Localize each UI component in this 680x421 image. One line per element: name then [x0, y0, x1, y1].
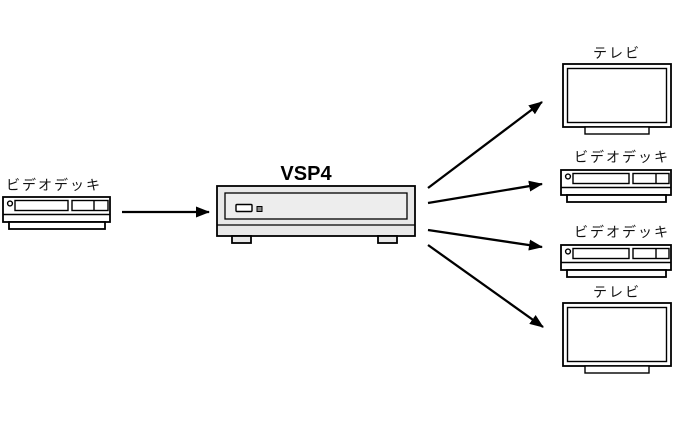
tv-screen: [566, 306, 668, 363]
hub-foot-right: [377, 235, 398, 244]
source-vcr-icon: [2, 196, 111, 230]
arrow-hub-to-vcr-1: [427, 180, 543, 205]
vcr-cassette-slot: [572, 172, 630, 185]
output-vcr-2-label: ビデオデッキ: [574, 224, 670, 240]
vcr-base: [8, 221, 106, 230]
vcr-power-light-icon: [564, 248, 572, 255]
hub-foot-left: [231, 235, 252, 244]
tv-screen: [566, 67, 668, 124]
hub-device-icon: [216, 185, 416, 244]
tv-frame: [562, 63, 672, 128]
output-tv-1-icon: [562, 63, 672, 135]
tv-frame: [562, 302, 672, 367]
vcr-button-panel: [632, 172, 670, 185]
tv-stand: [584, 126, 650, 135]
arrow-hub-to-vcr-2: [427, 228, 543, 251]
output-tv-2-label: テレビ: [593, 284, 641, 300]
vcr-button-panel: [71, 199, 109, 212]
hub-power-button: [235, 203, 253, 213]
output-vcr-2-icon: [560, 244, 672, 278]
vcr-power-light-icon: [6, 200, 14, 207]
arrow-hub-to-tv-1: [427, 101, 543, 189]
vcr-cassette-slot: [572, 247, 630, 260]
output-vcr-1-icon: [560, 169, 672, 203]
output-tv-2-icon: [562, 302, 672, 374]
output-vcr-1-label: ビデオデッキ: [574, 149, 670, 165]
hub-led-icon: [256, 206, 263, 212]
hub-label: VSP4: [280, 163, 332, 185]
arrow-hub-to-tv-2: [427, 244, 544, 328]
vcr-base: [566, 269, 667, 278]
vcr-button-panel: [632, 247, 670, 260]
vcr-base: [566, 194, 667, 203]
tv-stand: [584, 365, 650, 374]
vcr-cassette-slot: [14, 199, 69, 212]
output-tv-1-label: テレビ: [593, 45, 641, 61]
hub-front-panel: [224, 192, 408, 220]
vcr-power-light-icon: [564, 173, 572, 180]
source-vcr-label: ビデオデッキ: [6, 177, 102, 193]
